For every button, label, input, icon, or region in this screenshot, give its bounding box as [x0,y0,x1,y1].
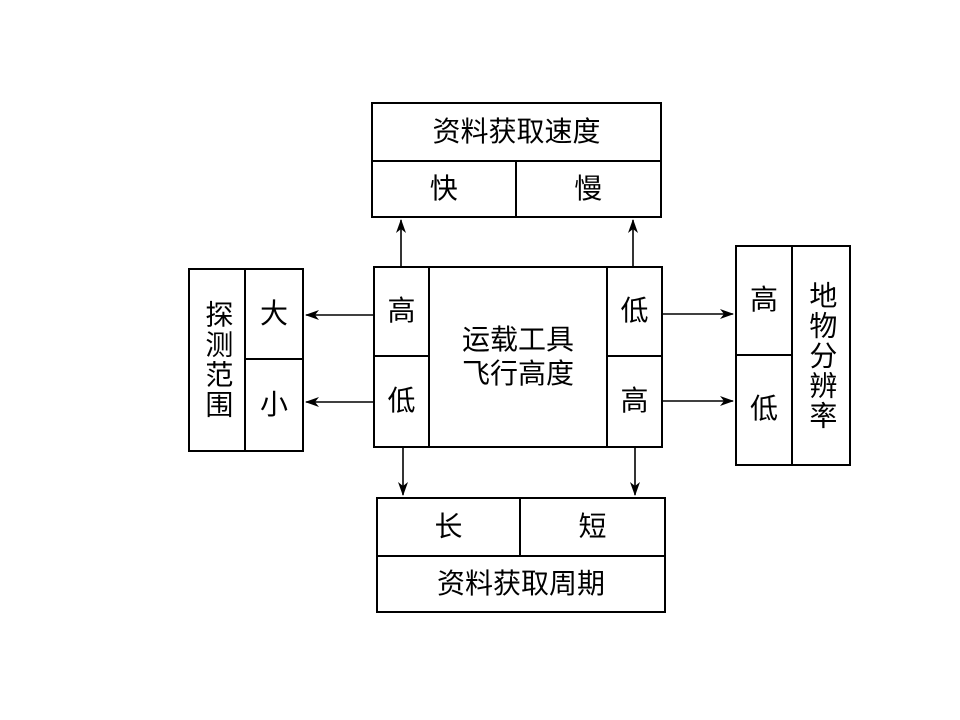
vehicle-flight-altitude-box: 高 运载工具 飞行高度 低 低 高 [373,266,663,448]
data-acquisition-speed-title: 资料获取速度 [373,104,660,162]
range-large-cell: 大 [246,270,302,360]
data-acquisition-speed-box: 资料获取速度 快 慢 [371,102,662,218]
ground-resolution-box: 高 低 地物分辨率 [735,245,851,466]
data-acquisition-cycle-box: 长 短 资料获取周期 [376,497,666,613]
center-left-high-cell: 高 [375,268,430,357]
center-right-high-cell: 高 [606,357,661,446]
speed-slow-cell: 慢 [574,171,603,205]
resolution-high-cell: 高 [737,247,793,356]
center-right-low-cell: 低 [606,268,661,357]
detection-range-box: 探测范围 大 小 [188,268,304,452]
center-left-low-cell: 低 [375,357,430,446]
cycle-long-cell: 长 [378,499,521,557]
range-small-cell: 小 [259,387,288,421]
data-acquisition-cycle-title: 资料获取周期 [436,566,605,600]
vehicle-flight-altitude-label: 运载工具 飞行高度 [461,323,574,390]
detection-range-title: 探测范围 [190,270,246,450]
ground-resolution-title: 地物分辨率 [805,280,839,431]
resolution-low-cell: 低 [737,355,793,464]
cycle-short-cell: 短 [521,499,664,557]
speed-fast-cell: 快 [373,162,517,216]
